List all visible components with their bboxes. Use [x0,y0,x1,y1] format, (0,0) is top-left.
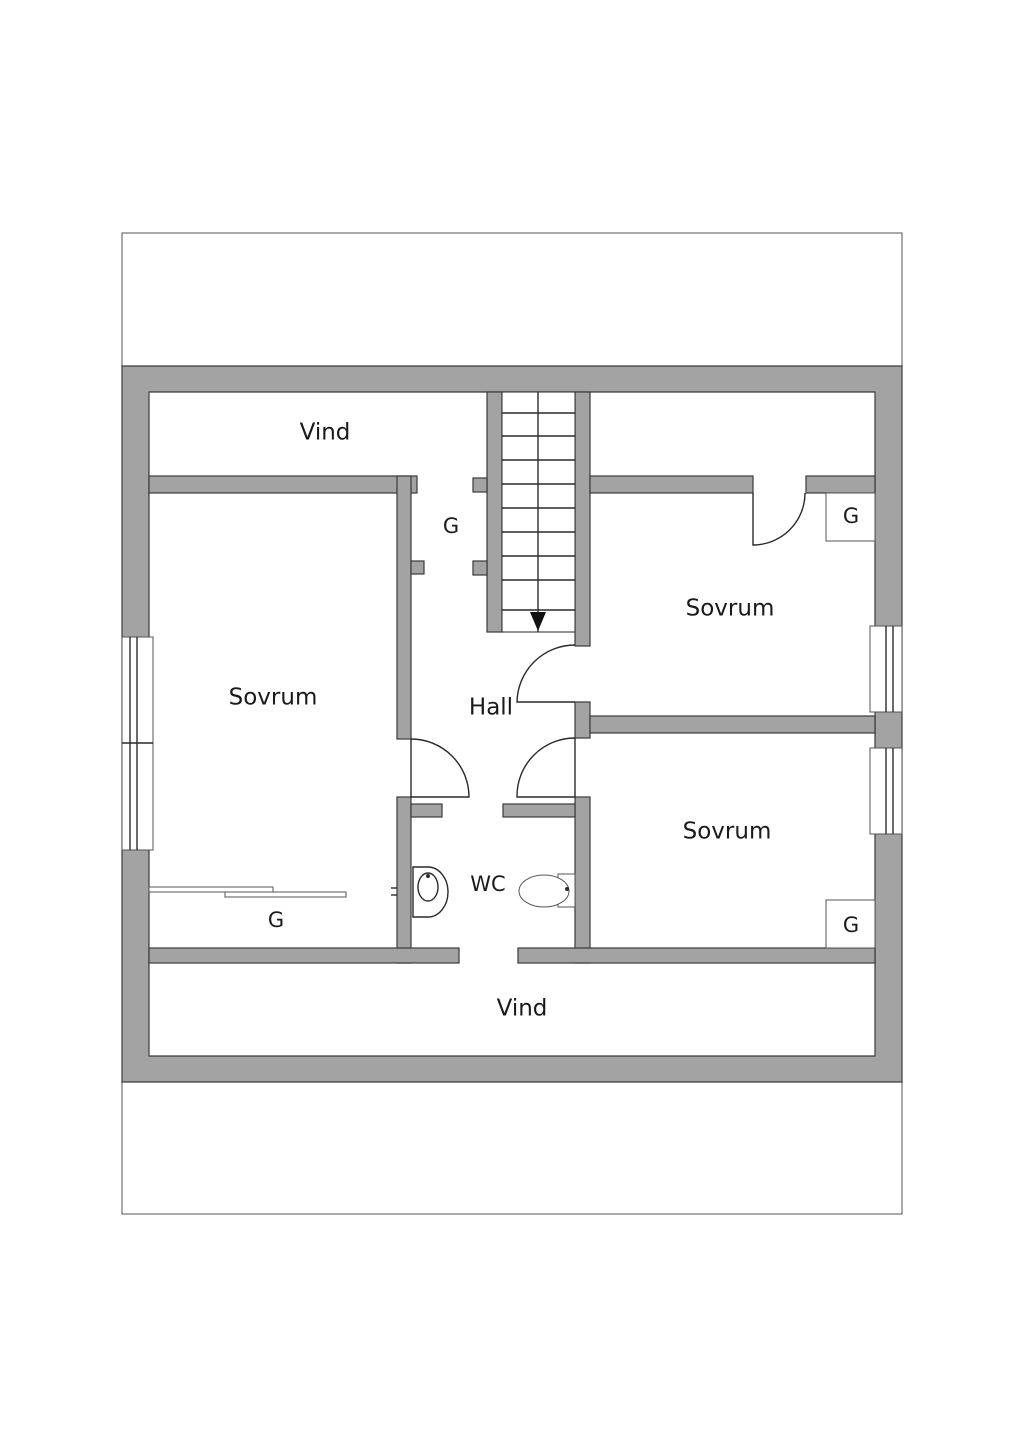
wc-fixtures [412,866,576,918]
closet-label-lower-right: G [843,913,859,937]
door-swing [410,738,470,798]
door-swing [516,644,576,703]
door-swing [752,492,806,546]
wardrobe-sliding-doors [148,886,397,898]
room-label-vind-bottom: Vind [497,996,548,1022]
windows [121,625,903,851]
closet-label-upper-right: G [843,504,859,528]
staircase [501,391,576,633]
room-label-wc: WC [470,872,505,896]
closet-label-left-wardrobe: G [268,908,284,932]
room-label-sovrum-lower-right: Sovrum [683,819,772,845]
room-label-sovrum-upper-right: Sovrum [686,596,775,622]
toilet-icon [518,873,576,908]
stair-down-arrow-icon [530,612,546,631]
closet-boxes [825,492,876,949]
sink-icon [412,866,449,918]
door-swing [516,737,576,798]
room-label-vind-top: Vind [300,420,351,446]
room-label-hall: Hall [469,695,513,721]
interior-walls [148,391,876,964]
closet-label-hall: G [443,514,459,538]
room-label-sovrum-left: Sovrum [229,685,318,711]
doors [410,492,806,798]
room-labels: Vind Sovrum Hall Sovrum Sovrum WC Vind G… [229,420,860,1022]
